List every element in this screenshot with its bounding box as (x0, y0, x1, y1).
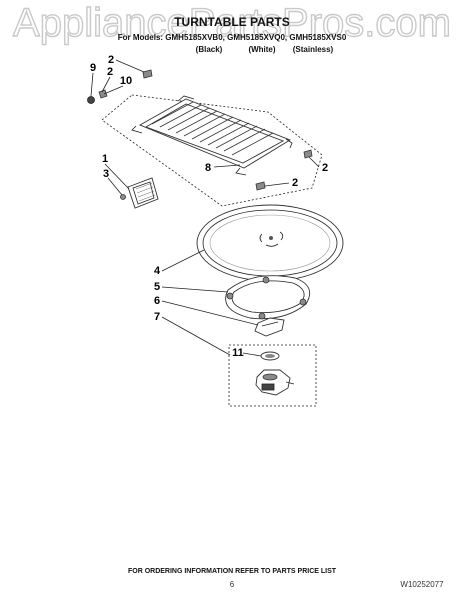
callout-1: 1 (102, 153, 108, 165)
washer-9 (87, 96, 95, 104)
callout-5: 5 (154, 281, 160, 293)
callout-10: 10 (120, 75, 132, 87)
page-title: TURNTABLE PARTS (174, 15, 290, 29)
finish-black: (Black) (196, 45, 223, 54)
document-number: W10252077 (400, 580, 444, 589)
motor-assembly-outline (228, 344, 317, 407)
callout-6: 6 (154, 295, 160, 307)
callout-8: 8 (205, 162, 211, 174)
callout-2d: 2 (292, 177, 298, 189)
callout-2b: 2 (107, 66, 113, 78)
glass-turntable-tray (196, 204, 344, 282)
screw-10 (98, 89, 108, 99)
screw-top-right (142, 69, 153, 79)
screw-bottom (255, 181, 266, 191)
callout-11: 11 (232, 347, 244, 359)
ordering-info: FOR ORDERING INFORMATION REFER TO PARTS … (128, 568, 337, 575)
finish-white: (White) (248, 45, 275, 54)
callout-7: 7 (154, 311, 160, 323)
rack-support-bracket (120, 177, 159, 209)
callout-3: 3 (103, 168, 109, 180)
callout-2c: 2 (322, 162, 328, 174)
wire-rack-part (131, 95, 293, 176)
finish-stainless: (Stainless) (293, 45, 334, 54)
callout-2a: 2 (108, 54, 114, 66)
rack-mounting-outline (101, 94, 323, 207)
model-numbers: For Models: GMH5185XVB0, GMH5185XVQ0, GM… (118, 33, 347, 42)
callout-4: 4 (154, 265, 161, 277)
leader-lines (90, 59, 320, 357)
screw-right (303, 149, 313, 159)
turntable-coupler (254, 317, 285, 337)
page-number: 6 (230, 580, 235, 589)
roller-ring-support (225, 275, 311, 320)
watermark-text: AppliancePartsPros.com (13, 1, 451, 45)
callout-9: 9 (90, 62, 96, 74)
motor-shaft-cap (260, 351, 280, 361)
turntable-motor (255, 369, 295, 396)
